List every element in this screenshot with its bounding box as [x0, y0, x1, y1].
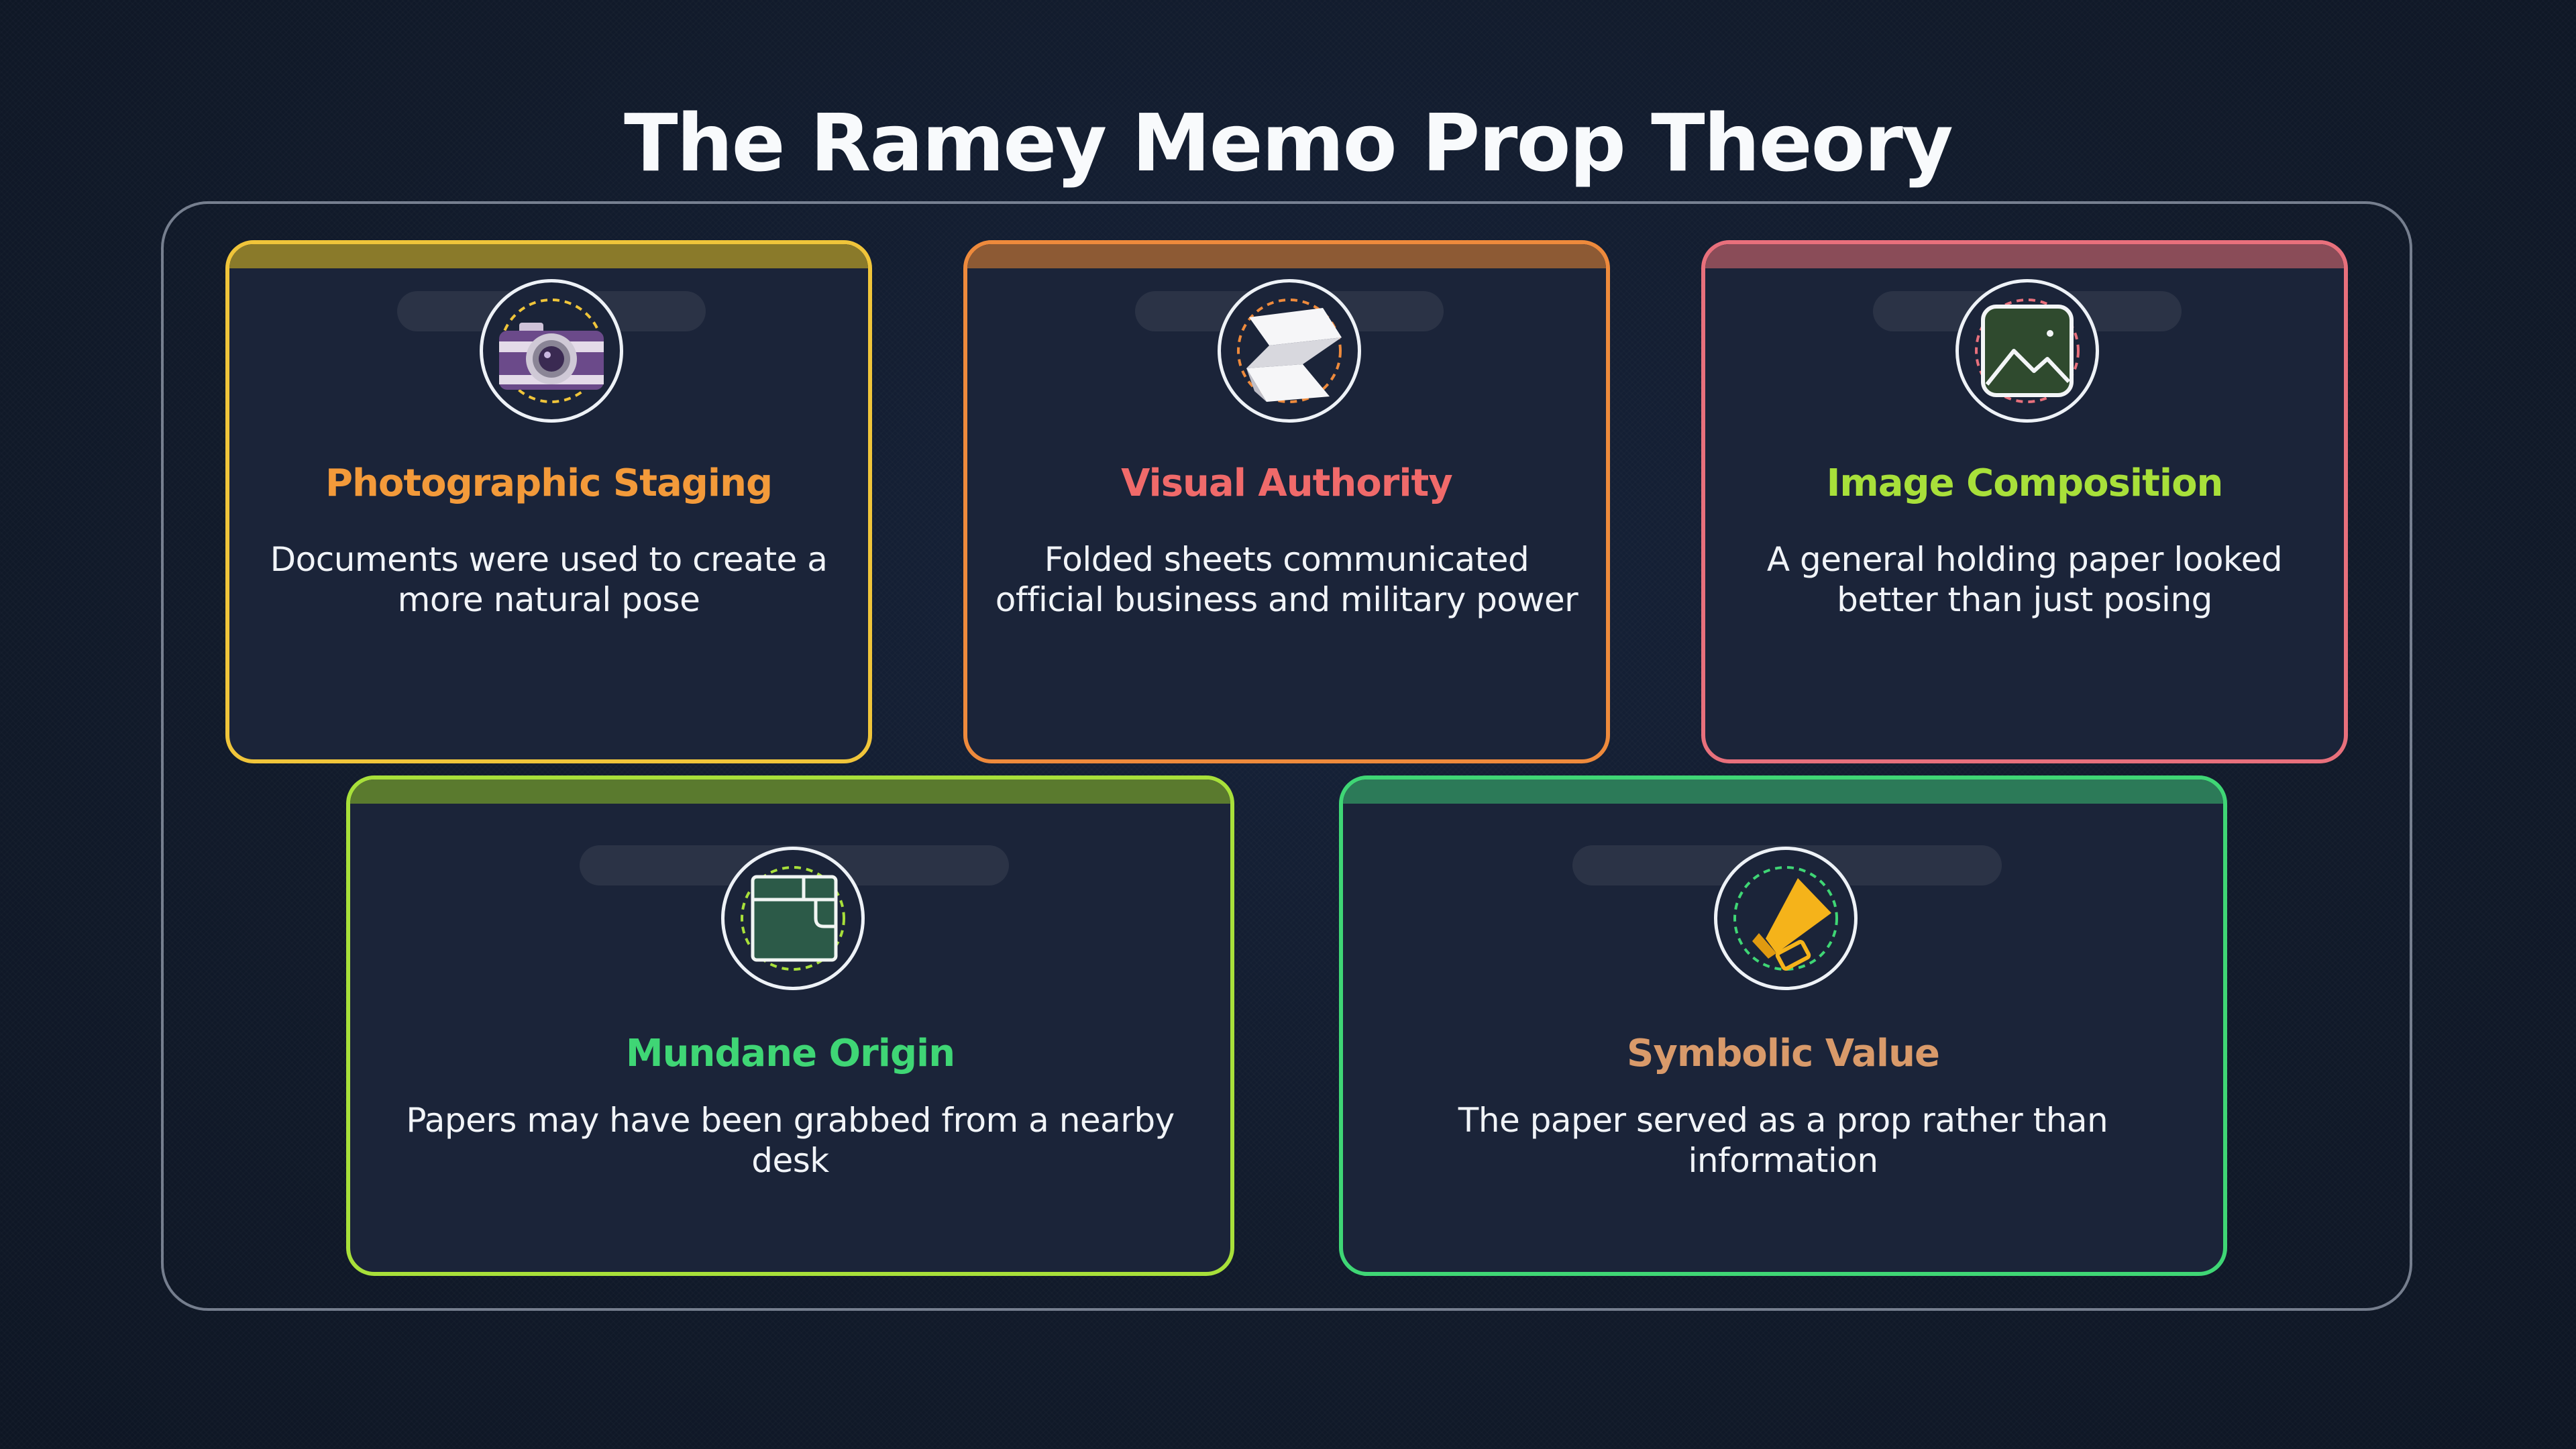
cards-frame: [161, 201, 2412, 1311]
card-photographic-staging: Photographic Staging Documents were used…: [225, 240, 872, 763]
window-layout-icon: [741, 866, 845, 971]
card-accent-bar: [1343, 780, 2223, 804]
card-title: Visual Authority: [1121, 462, 1453, 505]
megaphone-icon: [1733, 866, 1838, 971]
camera-icon: [499, 299, 604, 403]
card-image-composition: Image Composition A general holding pape…: [1701, 240, 2348, 763]
card-description: A general holding paper looked better th…: [1766, 540, 2283, 619]
landscape-image-icon: [1975, 299, 2080, 403]
card-description: The paper served as a prop rather than i…: [1458, 1101, 2108, 1180]
icon-badge: [1955, 279, 2099, 423]
card-description: Folded sheets communicated official busi…: [995, 540, 1578, 619]
card-mundane-origin: Mundane Origin Papers may have been grab…: [346, 775, 1234, 1276]
page-title: The Ramey Memo Prop Theory: [624, 97, 1953, 189]
card-accent-bar: [967, 244, 1606, 268]
card-description: Papers may have been grabbed from a near…: [406, 1101, 1175, 1180]
card-title: Mundane Origin: [625, 1032, 955, 1075]
folded-paper-icon: [1237, 299, 1342, 403]
card-accent-bar: [229, 244, 868, 268]
card-description: Documents were used to create a more nat…: [270, 540, 828, 619]
icon-badge: [480, 279, 623, 423]
icon-badge: [1714, 847, 1858, 990]
icon-badge: [721, 847, 865, 990]
card-accent-bar: [350, 780, 1230, 804]
card-title: Image Composition: [1826, 462, 2224, 505]
card-title: Photographic Staging: [325, 462, 773, 505]
icon-badge: [1218, 279, 1361, 423]
card-visual-authority: Visual Authority Folded sheets communica…: [963, 240, 1610, 763]
card-title: Symbolic Value: [1627, 1032, 1940, 1075]
card-symbolic-value: Symbolic Value The paper served as a pro…: [1339, 775, 2227, 1276]
card-accent-bar: [1705, 244, 2344, 268]
